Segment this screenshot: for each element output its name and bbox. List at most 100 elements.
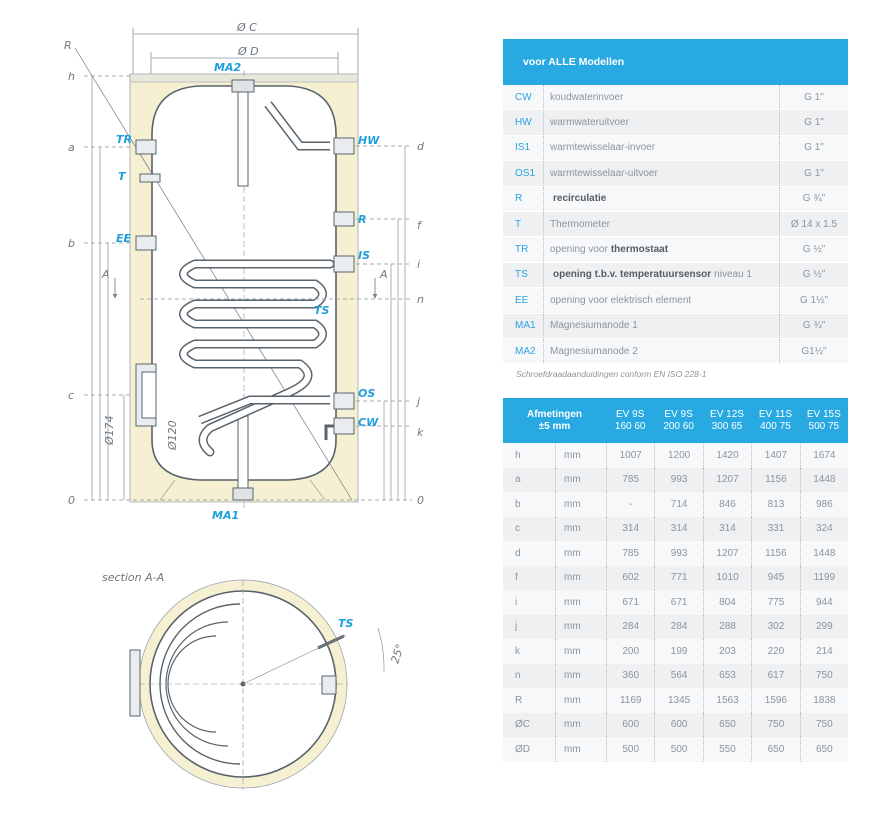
level-c-label: c xyxy=(68,389,74,402)
connection-code: MA1 xyxy=(515,320,536,332)
dimension-value: 220 xyxy=(751,639,799,664)
anode-ma1-plug xyxy=(232,487,254,501)
dimension-key: h xyxy=(515,449,521,461)
dimensions-header-label: Afmetingen ±5 mm xyxy=(503,398,606,443)
label-t: T xyxy=(118,170,127,183)
dimension-value: 360 xyxy=(606,663,654,688)
dimension-value: 1169 xyxy=(606,688,654,713)
model-size: 300 65 xyxy=(711,420,743,432)
dimension-value: 314 xyxy=(702,516,751,541)
dimension-value: 331 xyxy=(751,516,799,541)
label-os: OS xyxy=(358,387,375,400)
model-size: 400 75 xyxy=(760,420,791,432)
dimension-key: d xyxy=(515,547,521,559)
dimension-unit: mm xyxy=(555,467,606,492)
dimension-value: 288 xyxy=(702,614,751,639)
dimension-value: 203 xyxy=(702,639,751,664)
r-diagonal-line xyxy=(74,47,353,501)
connection-thread: Ø 14 x 1.5 xyxy=(779,211,848,237)
connections-header: voor ALLE Modellen xyxy=(503,39,848,85)
connection-code: IS1 xyxy=(515,142,531,154)
dimension-unit: mm xyxy=(555,688,606,713)
dimension-value: 1199 xyxy=(799,565,848,590)
connection-thread: G ½" xyxy=(779,237,848,262)
connection-code: TR xyxy=(515,244,529,256)
dimension-value: 750 xyxy=(751,712,799,737)
dimensions-header-line1: Afmetingen xyxy=(527,408,582,420)
section-angle-label: 25° xyxy=(388,642,406,665)
section-a-left-label: A xyxy=(101,268,110,281)
dimension-value: 284 xyxy=(654,614,702,639)
connection-thread: G 1" xyxy=(779,161,848,186)
dimension-value: 550 xyxy=(702,737,751,762)
connection-description: recirculatie xyxy=(543,186,779,211)
dimension-value: 846 xyxy=(702,492,751,517)
dimension-key: a xyxy=(515,474,521,486)
connection-thread: G ½" xyxy=(779,262,848,288)
label-is: IS xyxy=(358,249,370,262)
tank-support xyxy=(159,479,326,501)
dimension-value: 500 xyxy=(654,737,702,762)
dimension-value: 564 xyxy=(654,663,702,688)
level-0-left-label: 0 xyxy=(68,494,75,507)
connection-description-text: opening voor xyxy=(550,244,608,256)
connection-description-text: koudwaterinvoer xyxy=(550,91,624,103)
dimension-unit: mm xyxy=(555,590,606,615)
level-h-label: h xyxy=(68,70,75,83)
dimension-value: 1207 xyxy=(702,541,751,566)
label-cw: CW xyxy=(358,416,379,429)
dimension-value: 314 xyxy=(606,516,654,541)
connection-description-text: Thermometer xyxy=(550,218,611,230)
model-name: EV 9S xyxy=(664,408,693,420)
dimension-value: 813 xyxy=(751,492,799,517)
dimension-value: 945 xyxy=(751,565,799,590)
connection-description-text: warmtewisselaar-invoer xyxy=(550,142,656,154)
label-tr: TR xyxy=(116,133,132,146)
connection-description: Magnesiumanode 2 xyxy=(543,338,779,364)
level-j-label: j xyxy=(415,395,421,408)
dim-d120-label: Ø120 xyxy=(166,420,179,451)
connection-code: HW xyxy=(515,117,532,129)
dimension-value: 324 xyxy=(799,516,848,541)
dimension-key: ØC xyxy=(515,719,530,731)
label-ma2: MA2 xyxy=(214,61,241,74)
level-i-label: i xyxy=(417,258,420,271)
level-f-label: f xyxy=(417,219,423,232)
model-size: 160 60 xyxy=(614,420,646,432)
connection-thread: G 1" xyxy=(779,110,848,135)
dimension-value: 1207 xyxy=(702,467,751,492)
dimension-value: 284 xyxy=(606,614,654,639)
dimension-value: 986 xyxy=(799,492,848,517)
label-hw: HW xyxy=(358,134,380,147)
dimension-key: ØD xyxy=(515,743,530,755)
dimension-value: 775 xyxy=(751,590,799,615)
dimension-value: 1156 xyxy=(751,541,799,566)
connection-thread: G 1½" xyxy=(779,288,848,313)
connection-description-text: Magnesiumanode 1 xyxy=(550,320,638,332)
model-name: EV 12S xyxy=(710,408,744,420)
dimension-unit: mm xyxy=(555,516,606,541)
connection-thread: G ¾" xyxy=(779,313,848,338)
dimension-value: - xyxy=(606,492,654,517)
dimension-value: 1007 xyxy=(606,443,654,468)
anode-ma1 xyxy=(237,415,249,497)
connection-thread: G 1" xyxy=(779,135,848,161)
dimension-value: 199 xyxy=(654,639,702,664)
dimension-key: f xyxy=(515,572,518,584)
model-name: EV 15S xyxy=(806,408,841,420)
level-b-label: b xyxy=(68,237,75,250)
anode-ma2 xyxy=(237,89,249,187)
connection-thread: G1½" xyxy=(779,338,848,364)
